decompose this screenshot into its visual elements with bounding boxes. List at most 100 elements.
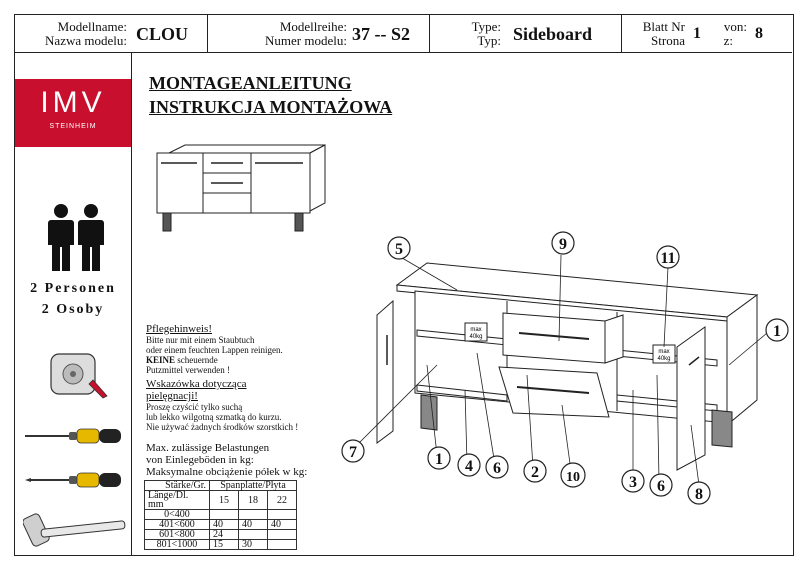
table-cell [267, 539, 297, 550]
table-cell: 401<600 [144, 519, 210, 530]
table-cell: 0<400 [144, 509, 210, 520]
load-text-de: Max. zulässige Belastungen [146, 442, 270, 454]
callout-7: 7 [349, 444, 357, 461]
right-door [676, 326, 706, 471]
header-divider [621, 15, 622, 52]
two-persons-icon [48, 204, 104, 271]
table-row: 801<1000 15 30 [144, 539, 297, 550]
logo-text: IMV [15, 88, 131, 118]
persons-label-de: 2 Personen [30, 281, 116, 296]
care-line-rest: scheuernde [175, 355, 218, 365]
load-notes: Max. zulässige Belastungen von Einlegebö… [146, 442, 307, 478]
care-line: KEINE scheuernde [146, 355, 283, 365]
table-header: Spanplatte/Płyta [209, 480, 297, 491]
shelf-load-table: Stärke/Gr. Spanplatte/Płyta Länge/Dl. mm… [144, 480, 297, 550]
phillips-screwdriver-icon [25, 472, 121, 488]
type-label-pl: Typ: [477, 33, 501, 48]
persons-label-pl: 2 Osoby [41, 302, 105, 317]
max-load-label: max [658, 349, 669, 355]
series-label-pl: Numer modelu: [265, 33, 347, 48]
title-de: MONTAGEANLEITUNG [149, 73, 352, 93]
leg [420, 394, 438, 431]
table-cell: 601<800 [144, 529, 210, 540]
table-header: Stärke/Gr. [144, 480, 210, 491]
max-load-value: 40kg [469, 334, 482, 340]
care-line: Bitte nur mit einem Staubtuch [146, 335, 255, 345]
imv-logo: IMV STEINHEIM [15, 79, 131, 147]
table-header-row: Länge/Dl. mm 15 18 22 [144, 490, 297, 510]
table-cell: 40 [267, 519, 297, 530]
table-cell [209, 509, 239, 520]
series-value: 37 -- S2 [352, 24, 410, 44]
model-label-de: Modellname: [57, 19, 127, 34]
table-row: 601<800 24 [144, 529, 297, 540]
care-line: Nie używać żadnych środków szorstkich ! [146, 422, 299, 432]
callout-10: 10 [566, 470, 580, 485]
table-cell: 40 [238, 519, 268, 530]
drawing-frame: Modellname: Nazwa modelu: CLOU Modellrei… [14, 14, 794, 556]
care-line: oder einem feuchten Lappen reinigen. [146, 345, 283, 355]
table-cell: 40 [209, 519, 239, 530]
care-emphasis: KEINE [146, 355, 176, 365]
table-header-row: Stärke/Gr. Spanplatte/Płyta [144, 480, 297, 491]
model-name-cell: Modellname: Nazwa modelu: CLOU [15, 15, 195, 52]
rubber-mallet-icon [23, 513, 126, 547]
table-row: 401<600 40 40 40 [144, 519, 297, 530]
care-line: Putzmittel verwenden ! [146, 365, 230, 375]
table-cell: 15 [209, 539, 239, 550]
sheet-number: 1 [693, 25, 701, 42]
title-block-header: Modellname: Nazwa modelu: CLOU Modellrei… [15, 15, 792, 53]
exploded-assembly-diagram: max 40kg max 40kg 5 9 11 1 [341, 231, 789, 505]
table-header: 18 [238, 490, 268, 510]
table-row: 0<400 [144, 509, 297, 520]
callout-6-right: 6 [657, 478, 665, 495]
type-value: Sideboard [513, 24, 593, 44]
series-cell: Modellreihe: Numer modelu: 37 -- S2 [207, 15, 429, 52]
model-label-pl: Nazwa modelu: [45, 33, 127, 48]
title-pl: INSTRUKCJA MONTAŻOWA [149, 97, 393, 117]
left-sidebar: IMV STEINHEIM 2 Personen 2 Osoby [15, 52, 132, 555]
table-cell [267, 509, 297, 520]
load-text-pl: Maksymalne obciążenie półek w kg: [146, 466, 308, 478]
callout-11: 11 [660, 250, 675, 267]
max-load-value: 40kg [657, 356, 670, 362]
flat-screwdriver-icon [25, 428, 121, 444]
care-heading-pl: pielęgnacji! [146, 390, 198, 402]
care-notes-pl: Wskazówka dotycząca pielęgnacji! Proszę … [146, 378, 298, 432]
drawer-lower [498, 366, 610, 418]
series-label-de: Modellreihe: [279, 19, 347, 34]
table-cell: 30 [238, 539, 268, 550]
table-cell [238, 509, 268, 520]
callout-8: 8 [695, 486, 703, 503]
tape-measure-icon [50, 353, 108, 399]
sheet-cell: Blatt Nr Strona 1 von: z: 8 [621, 15, 791, 52]
care-line: Proszę czyścić tylko suchą [146, 402, 243, 412]
right-side-panel [726, 294, 758, 427]
type-label-de: Type: [471, 19, 501, 34]
header-divider [207, 15, 208, 52]
callout-2: 2 [531, 464, 539, 481]
of-label-de: von: [723, 19, 747, 34]
load-text-de: von Einlegeböden in kg: [146, 454, 254, 466]
callout-3: 3 [629, 474, 637, 491]
table-cell: 24 [209, 529, 239, 540]
callout-6: 6 [493, 460, 501, 477]
sheet-label-de: Blatt Nr [642, 19, 685, 34]
type-cell: Type: Typ: Sideboard [429, 15, 621, 52]
callout-5: 5 [395, 241, 403, 258]
table-header: Länge/Dl. mm [144, 490, 210, 510]
length-label: Länge/Dl. [148, 490, 189, 501]
leg [711, 409, 733, 448]
left-door [376, 299, 394, 444]
unit-label: mm [148, 499, 164, 510]
callout-1: 1 [435, 451, 443, 468]
table-cell: 801<1000 [144, 539, 210, 550]
table-header: 22 [267, 490, 297, 510]
callout-4: 4 [465, 458, 473, 475]
table-cell [267, 529, 297, 540]
sheet-label-pl: Strona [651, 33, 685, 48]
care-heading-pl: Wskazówka dotycząca [146, 378, 247, 390]
care-line: lub lekko wilgotną szmatką do kurzu. [146, 412, 282, 422]
drawer-upper [502, 312, 606, 364]
logo-subtext: STEINHEIM [49, 123, 97, 130]
